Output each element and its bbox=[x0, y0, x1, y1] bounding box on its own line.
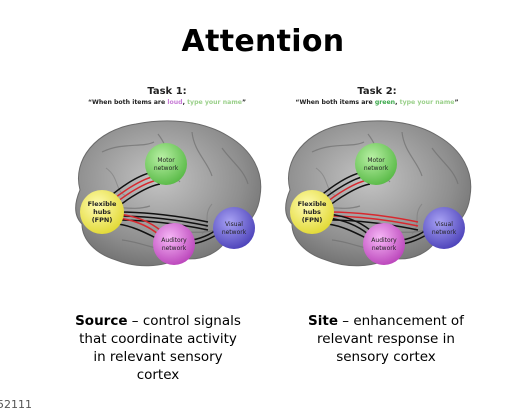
flexible-hubs-node bbox=[80, 190, 124, 234]
task-2-quote: “When both items are green, type your na… bbox=[272, 98, 482, 107]
visual-label-1: Visual bbox=[225, 221, 243, 228]
flexible-label-1: Flexible bbox=[88, 200, 117, 208]
flexible-label-1: Flexible bbox=[298, 200, 327, 208]
source-text-3: in relevant sensory bbox=[93, 349, 223, 365]
quote-action: type your name bbox=[187, 99, 242, 106]
site-text-2: relevant response in bbox=[317, 331, 455, 347]
quote-middle: , bbox=[182, 99, 188, 106]
source-caption: Source – control signals that coordinate… bbox=[58, 312, 258, 384]
auditory-label-2: network bbox=[162, 245, 187, 252]
flexible-label-2: hubs bbox=[93, 208, 111, 216]
visual-label-1: Visual bbox=[435, 221, 453, 228]
motor-label-2: network bbox=[364, 165, 389, 172]
brain-diagram-task-1: Motor network Flexible hubs (FPN) Audito… bbox=[75, 120, 262, 267]
auditory-label-2: network bbox=[372, 245, 397, 252]
quote-suffix: ” bbox=[241, 99, 247, 106]
quote-prefix: “When both items are bbox=[295, 99, 375, 106]
site-text-3: sensory cortex bbox=[336, 349, 436, 365]
source-text-2: that coordinate activity bbox=[79, 331, 237, 347]
site-term: Site bbox=[308, 313, 339, 329]
visual-label-2: network bbox=[432, 229, 457, 236]
quote-action: type your name bbox=[399, 99, 455, 106]
site-text-1: – enhancement of bbox=[338, 313, 464, 329]
quote-middle: , bbox=[395, 99, 400, 106]
flexible-label-2: hubs bbox=[303, 208, 321, 216]
motor-label-2: network bbox=[154, 165, 179, 172]
motor-label-1: Motor bbox=[157, 157, 175, 164]
visual-network-node bbox=[213, 207, 255, 249]
task-1-panel: Task 1: “When both items are loud, type … bbox=[62, 86, 272, 267]
source-text-4: cortex bbox=[136, 367, 180, 383]
slide-title: Attention bbox=[181, 24, 345, 59]
auditory-network-node bbox=[363, 223, 405, 265]
site-caption: Site – enhancement of relevant response … bbox=[286, 312, 486, 366]
flexible-hubs-node bbox=[290, 190, 334, 234]
task-1-title: Task 1: bbox=[147, 86, 187, 97]
quote-suffix: ” bbox=[454, 99, 459, 106]
quote-keyword: loud bbox=[167, 99, 183, 106]
source-text-1: – control signals bbox=[127, 313, 241, 329]
quote-keyword: green bbox=[374, 99, 396, 106]
flexible-label-3: (FPN) bbox=[92, 216, 113, 224]
task-1-quote: “When both items are loud, type your nam… bbox=[62, 98, 272, 107]
auditory-label-1: Auditory bbox=[161, 237, 187, 244]
task-2-panel: Task 2: “When both items are green, type… bbox=[272, 86, 482, 267]
task-2-title: Task 2: bbox=[357, 86, 397, 97]
motor-network-node bbox=[355, 143, 397, 185]
visual-label-2: network bbox=[222, 229, 247, 236]
auditory-label-1: Auditory bbox=[371, 237, 397, 244]
visual-network-node bbox=[423, 207, 465, 249]
auditory-network-node bbox=[153, 223, 195, 265]
source-term: Source bbox=[75, 313, 128, 329]
motor-network-node bbox=[145, 143, 187, 185]
motor-label-1: Motor bbox=[367, 157, 385, 164]
quote-prefix: “When both items are bbox=[87, 99, 168, 106]
slide-number: 52111 bbox=[0, 398, 32, 411]
flexible-label-3: (FPN) bbox=[302, 216, 323, 224]
brain-diagram-task-2: Motor network Flexible hubs (FPN) Audito… bbox=[285, 120, 472, 267]
